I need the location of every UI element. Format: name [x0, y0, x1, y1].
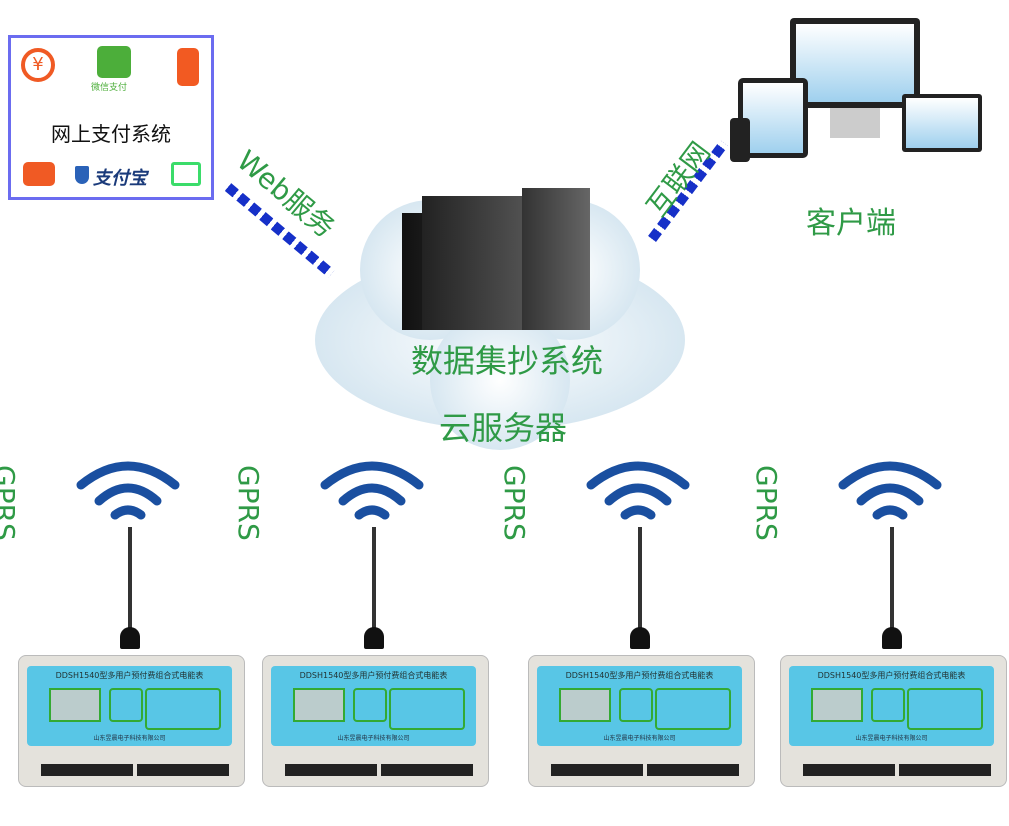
meter-spec-box — [145, 688, 221, 730]
antenna-base — [882, 627, 902, 649]
terminal-block — [803, 764, 895, 776]
wifi-signal-icon — [76, 461, 180, 520]
meter-lcd — [49, 688, 101, 722]
electric-meter: DDSH1540型多用户预付费组合式电能表 山东昱晨电子科技有限公司 — [528, 655, 755, 787]
wechat-pay-label: 微信支付 — [91, 83, 128, 93]
meter-company: 山东昱晨电子科技有限公司 — [603, 735, 676, 742]
card-tap-icon — [171, 162, 201, 186]
meter-title: DDSH1540型多用户预付费组合式电能表 — [565, 671, 714, 680]
wifi-signal-icon — [320, 461, 424, 520]
monitor-stand — [830, 108, 880, 138]
client-devices — [730, 18, 990, 168]
terminal-block — [899, 764, 991, 776]
meter-unit: GPRS DDSH1540型多用户预付费组合式电能表 山东昱晨电子科技有限公司 — [498, 455, 768, 805]
online-payment-system: ¥ 微信支付 网上支付系统 支付宝 — [8, 35, 214, 200]
meter-spec-box — [655, 688, 731, 730]
phone-icon — [730, 118, 750, 162]
meter-company: 山东昱晨电子科技有限公司 — [93, 735, 166, 742]
meter-spec-box — [389, 688, 465, 730]
gprs-label: GPRS — [232, 465, 265, 541]
bank-card-icon — [23, 162, 55, 186]
meter-info-box — [871, 688, 905, 722]
antenna — [128, 527, 132, 647]
meter-info-box — [109, 688, 143, 722]
gprs-label: GPRS — [0, 465, 21, 541]
terminal-block — [41, 764, 133, 776]
electric-meter: DDSH1540型多用户预付费组合式电能表 山东昱晨电子科技有限公司 — [18, 655, 245, 787]
terminal-block — [285, 764, 377, 776]
alipay-icon — [75, 166, 89, 184]
alipay-label: 支付宝 — [93, 168, 147, 189]
meter-unit: GPRS DDSH1540型多用户预付费组合式电能表 山东昱晨电子科技有限公司 — [232, 455, 502, 805]
meter-company: 山东昱晨电子科技有限公司 — [855, 735, 928, 742]
antenna-base — [630, 627, 650, 649]
meter-company: 山东昱晨电子科技有限公司 — [337, 735, 410, 742]
electric-meter: DDSH1540型多用户预付费组合式电能表 山东昱晨电子科技有限公司 — [780, 655, 1007, 787]
meter-title: DDSH1540型多用户预付费组合式电能表 — [55, 671, 204, 680]
terminal-block — [137, 764, 229, 776]
meter-spec-box — [907, 688, 983, 730]
terminal-block — [551, 764, 643, 776]
wechat-pay-icon — [97, 46, 131, 78]
data-collection-system-label: 数据集抄系统 — [410, 342, 603, 380]
antenna — [638, 527, 642, 647]
antenna — [372, 527, 376, 647]
wifi-signal-icon — [586, 461, 690, 520]
laptop-icon — [902, 94, 982, 152]
desktop-monitor-icon — [790, 18, 920, 108]
antenna-base — [120, 627, 140, 649]
meter-unit: GPRS DDSH1540型多用户预付费组合式电能表 山东昱晨电子科技有限公司 — [750, 455, 1009, 805]
meter-unit: GPRS DDSH1540型多用户预付费组合式电能表 山东昱晨电子科技有限公司 — [0, 455, 258, 805]
gprs-label: GPRS — [498, 465, 531, 541]
yuan-refresh-icon: ¥ — [21, 48, 55, 82]
server-icon — [402, 188, 592, 330]
meter-lcd — [293, 688, 345, 722]
meter-lcd — [559, 688, 611, 722]
terminal-block — [647, 764, 739, 776]
cloud-server-label: 云服务器 — [438, 409, 567, 447]
electric-meter: DDSH1540型多用户预付费组合式电能表 山东昱晨电子科技有限公司 — [262, 655, 489, 787]
meter-title: DDSH1540型多用户预付费组合式电能表 — [299, 671, 448, 680]
wifi-signal-icon — [838, 461, 942, 520]
antenna-base — [364, 627, 384, 649]
meter-title: DDSH1540型多用户预付费组合式电能表 — [817, 671, 966, 680]
terminal-block — [381, 764, 473, 776]
gprs-label: GPRS — [750, 465, 783, 541]
payment-title: 网上支付系统 — [51, 122, 171, 146]
client-label: 客户端 — [806, 206, 896, 241]
meter-info-box — [619, 688, 653, 722]
meter-info-box — [353, 688, 387, 722]
meter-lcd — [811, 688, 863, 722]
antenna — [890, 527, 894, 647]
mobile-tap-icon — [177, 48, 199, 86]
